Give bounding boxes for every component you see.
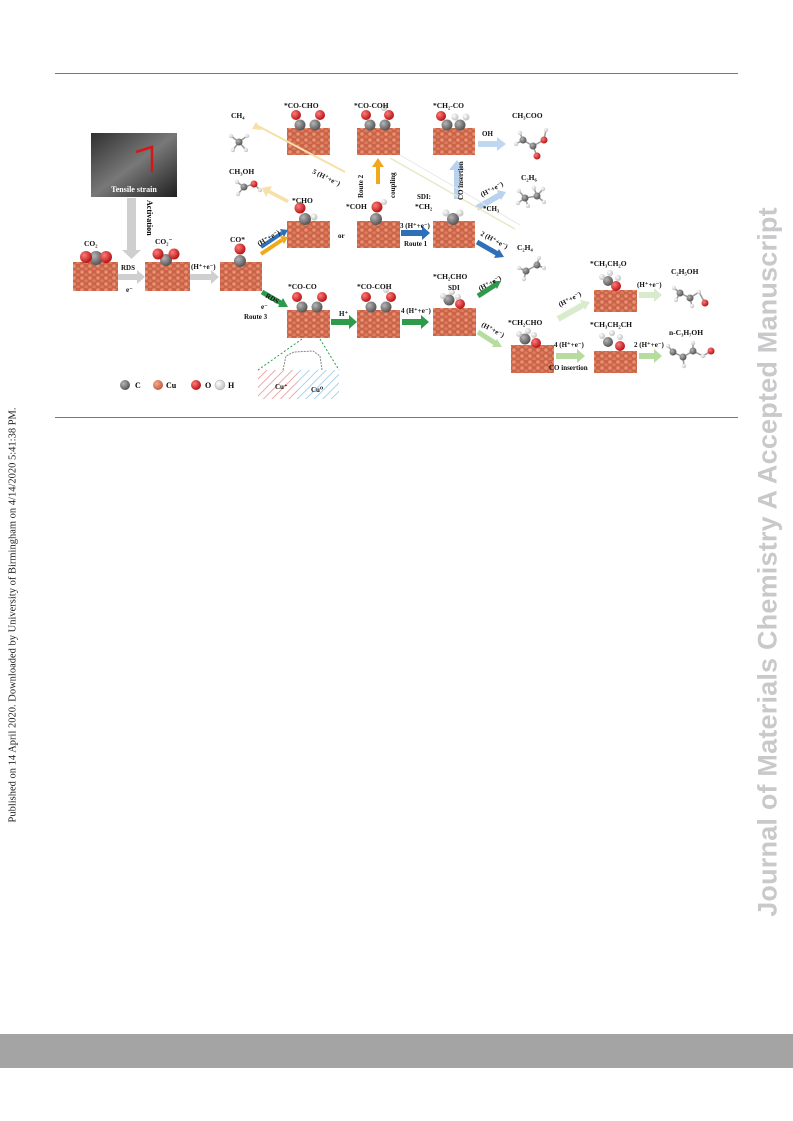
slab: [357, 310, 400, 338]
label-or: or: [338, 232, 345, 240]
label-rds-1: RDS: [121, 264, 135, 272]
legend-label-h: H: [228, 381, 235, 390]
tensile-strain-label: Tensile strain: [111, 185, 157, 194]
label-hplus: H⁺: [339, 310, 348, 318]
label-co-coh-mid: *CO-COH: [357, 282, 392, 291]
label-cho: *CHO: [292, 196, 313, 205]
label-ch2cho-mid: *CH₂CHO: [433, 272, 467, 281]
label-co-cho: *CO-CHO: [284, 101, 319, 110]
label-ch3ch2ch: *CH₃CH₂CH: [590, 320, 632, 329]
label-co-co: *CO-CO: [288, 282, 317, 291]
slab: [357, 128, 400, 155]
slab: [287, 221, 330, 248]
label-co-star: CO*: [230, 235, 245, 244]
label-ch2cho-low: *CH₂CHO: [508, 318, 542, 327]
top-rule: [55, 73, 738, 74]
cu-interface-inset: [257, 338, 340, 399]
label-two-2: 2 (H⁺+e⁻): [634, 341, 665, 349]
footer-bar: [0, 1034, 793, 1068]
activation-label: Activation: [145, 200, 154, 236]
slab: [433, 221, 475, 248]
label-e-1: e⁻: [126, 286, 133, 294]
label-e-2: e⁻: [261, 303, 268, 311]
slab: [433, 128, 475, 155]
tensile-strain-image: Tensile strain: [91, 133, 177, 197]
adsorbates: [80, 105, 625, 351]
reaction-arrows: [118, 122, 662, 363]
label-ch2: *CH₂: [415, 202, 433, 211]
slab: [433, 308, 476, 336]
label-hpe-7: (H⁺+e⁻): [637, 281, 662, 289]
label-co-insertion-1: CO insertion: [457, 161, 465, 200]
label-four-2: 4 (H⁺+e⁻): [554, 341, 585, 349]
label-coh: *COH: [346, 202, 367, 211]
slab: [594, 351, 637, 373]
slab: [73, 262, 118, 291]
label-co-insertion-2: CO insertion: [549, 364, 588, 372]
activation-arrow: [122, 198, 141, 259]
bottom-rule: [55, 417, 738, 418]
label-cu0: Cu⁰: [311, 386, 323, 394]
product-molecules: [228, 127, 715, 369]
slab: [287, 128, 330, 155]
label-c2h5oh: C₂H₅OH: [671, 267, 699, 276]
slab: [145, 262, 190, 291]
slab: [511, 345, 554, 373]
legend-label-cu: Cu: [166, 381, 177, 390]
label-route1: Route 1: [404, 240, 428, 248]
label-ch3oh: CH₃OH: [229, 167, 254, 176]
label-ch3coo: CH₃COO: [512, 111, 543, 120]
label-nc3h7oh: n-C₃H₇OH: [669, 328, 703, 337]
label-five: 5 (H⁺+e⁻): [311, 168, 342, 189]
label-ch3: *CH₃: [483, 205, 499, 213]
label-c2h4: C₂H₄: [517, 243, 533, 252]
label-co2: CO₂: [84, 239, 98, 248]
label-sdi-1: SDI:: [417, 193, 431, 201]
slab: [357, 221, 400, 248]
label-c2h6: C₂H₆: [521, 173, 537, 182]
species-labels: CO₂ CO₂⁻ CO* *CHO *COH *CH₂ *CO-CHO *CO-…: [84, 101, 632, 329]
legend-label-c: C: [135, 381, 141, 390]
label-cu-plus: Cu⁺: [275, 383, 288, 391]
label-three: 3 (H⁺+e⁻): [400, 222, 431, 230]
slab: [287, 310, 330, 338]
label-co2-minus: CO₂⁻: [155, 237, 172, 246]
label-route2: Route 2: [357, 174, 365, 198]
label-ch2-co: *CH₂-CO: [433, 101, 464, 110]
label-ch3ch2o: *CH₃CH₂O: [590, 259, 627, 268]
label-co-coh-top: *CO-COH: [354, 101, 389, 110]
product-labels: CH₄ CH₃OH CH₃COO C₂H₆ C₂H₄ C₂H₅OH n-C₃H₇…: [229, 111, 703, 337]
atom-legend: C Cu O H: [120, 379, 235, 391]
label-sdi-2: SDI: [448, 284, 460, 292]
slab: [594, 290, 637, 312]
legend-label-o: O: [205, 381, 211, 390]
label-route3: Route 3: [244, 313, 268, 321]
label-coupling: coupling: [389, 172, 397, 198]
label-ch4: CH₄: [231, 111, 245, 120]
label-four-1: 4 (H⁺+e⁻): [401, 307, 432, 315]
label-hpe-1: (H⁺+e⁻): [191, 263, 216, 271]
label-oh: OH: [482, 130, 493, 138]
